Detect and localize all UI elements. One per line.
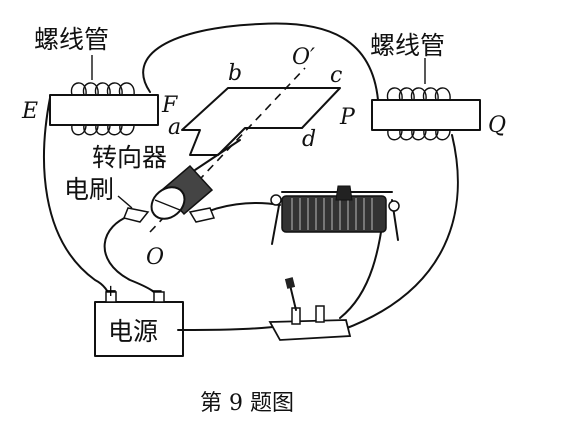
battery-box <box>94 301 184 357</box>
axis-OO-prime <box>149 67 306 233</box>
label-c: c <box>330 63 342 88</box>
wire-top <box>142 22 379 101</box>
left-solenoid-core <box>49 94 159 126</box>
left-solenoid <box>49 55 159 136</box>
brush-right <box>188 207 216 223</box>
label-E: E <box>21 99 38 124</box>
battery-plus: + <box>104 281 117 300</box>
label-b: b <box>228 61 242 86</box>
label-left-solenoid: 螺线管 <box>34 25 109 54</box>
rheostat-slider[interactable] <box>335 185 353 201</box>
label-a: a <box>168 115 181 140</box>
right-solenoid-core <box>371 99 481 131</box>
label-d: d <box>302 127 316 152</box>
rheostat-coil <box>281 195 387 233</box>
switch-base <box>268 319 352 341</box>
commutator <box>117 139 241 223</box>
wire-left <box>43 97 113 301</box>
wire-right <box>341 134 459 331</box>
label-Q: Q <box>488 113 506 138</box>
commutator-end <box>150 186 186 220</box>
wire-battery-switch <box>177 325 283 331</box>
label-commutator: 转向器 <box>92 143 167 172</box>
label-O: O <box>146 245 164 270</box>
switch-blade[interactable] <box>289 284 297 311</box>
commutator-shaft <box>194 139 241 171</box>
knife-switch[interactable] <box>268 277 352 341</box>
brush-pointer <box>117 195 133 209</box>
figure-caption: 第 9 题图 <box>200 391 294 416</box>
coil-abcd <box>181 87 341 156</box>
brush-left <box>122 207 150 223</box>
battery <box>94 291 184 357</box>
battery-minus: − <box>150 281 163 300</box>
right-solenoid <box>371 58 481 141</box>
label-P: P <box>339 105 356 130</box>
label-F: F <box>161 93 178 118</box>
label-brush: 电刷 <box>64 175 114 204</box>
rheostat-leg-left <box>271 199 281 245</box>
rheostat <box>270 185 400 245</box>
label-O-prime: O′ <box>292 45 315 70</box>
label-right-solenoid: 螺线管 <box>370 31 445 60</box>
label-battery: 电源 <box>108 317 158 346</box>
